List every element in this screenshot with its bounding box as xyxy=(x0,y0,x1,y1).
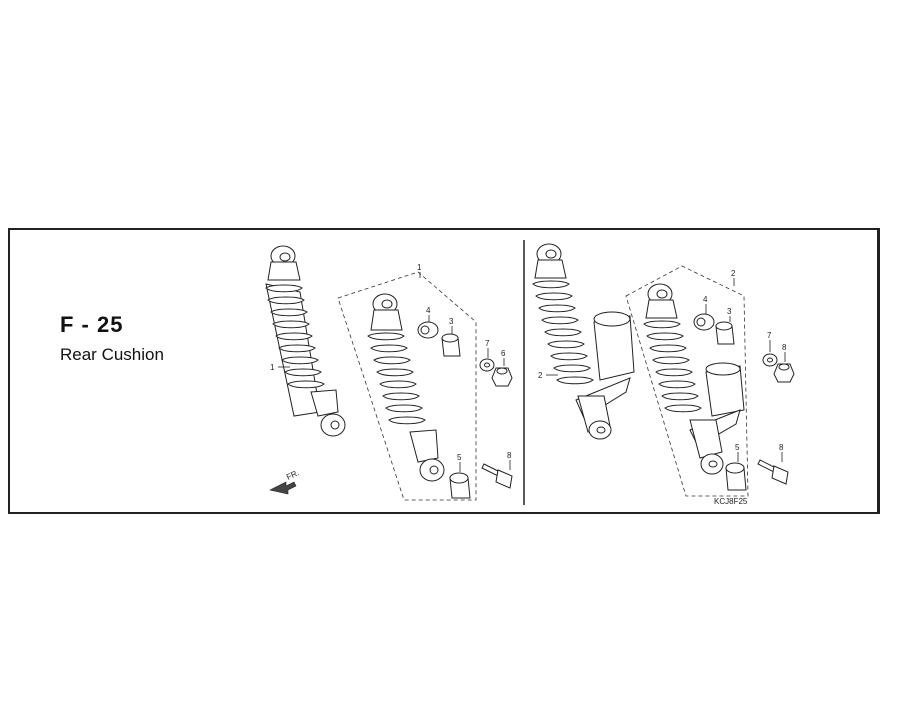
front-arrow-icon xyxy=(269,481,297,495)
figure-reference-code: KCJ8F25 xyxy=(714,497,748,506)
rear-shock-standalone-left xyxy=(265,245,346,437)
washer-left xyxy=(479,348,495,372)
callout-right-shock: 2 xyxy=(538,371,543,380)
diagram-frame xyxy=(8,228,880,514)
figure-code-title: F - 25 xyxy=(60,312,124,337)
collar-left xyxy=(441,326,461,357)
callout-right-collar: 3 xyxy=(727,307,732,316)
callout-left-bushing-top: 4 xyxy=(426,306,431,315)
nut-left xyxy=(491,358,513,387)
callout-left-shock: 1 xyxy=(270,363,275,372)
bushing-top-right xyxy=(693,304,715,331)
nut-right xyxy=(773,352,795,383)
callout-right-bolt: 8 xyxy=(779,443,784,452)
callout-left-washer: 7 xyxy=(485,339,490,348)
callout-right-bushing-bottom: 5 xyxy=(735,443,740,452)
rear-shock-standalone-right xyxy=(532,243,635,440)
bushing-top-left xyxy=(417,315,439,339)
callout-right-bushing-top: 4 xyxy=(703,295,708,304)
direction-label: FR. xyxy=(285,468,300,482)
rear-shock-assembly-right xyxy=(643,283,745,475)
callout-right-assembly: 2 xyxy=(731,269,736,278)
callout-left-assembly: 1 xyxy=(417,263,422,272)
figure-name-title: Rear Cushion xyxy=(60,345,164,364)
callout-left-bushing-bottom: 5 xyxy=(457,453,462,462)
bushing-bottom-left xyxy=(449,462,471,499)
bolt-right xyxy=(757,452,789,485)
collar-right xyxy=(715,316,735,345)
callout-left-collar: 3 xyxy=(449,317,454,326)
assembly-outline-right xyxy=(625,265,749,497)
bolt-left xyxy=(481,460,513,489)
rear-shock-assembly-left xyxy=(367,293,445,482)
washer-right xyxy=(762,340,778,367)
callout-right-washer: 7 xyxy=(767,331,772,340)
callout-left-bolt: 8 xyxy=(507,451,512,460)
callout-left-nut: 6 xyxy=(501,349,506,358)
assembly-outline-left xyxy=(337,271,477,501)
callout-right-nut: 8 xyxy=(782,343,787,352)
bushing-bottom-right xyxy=(725,452,747,491)
